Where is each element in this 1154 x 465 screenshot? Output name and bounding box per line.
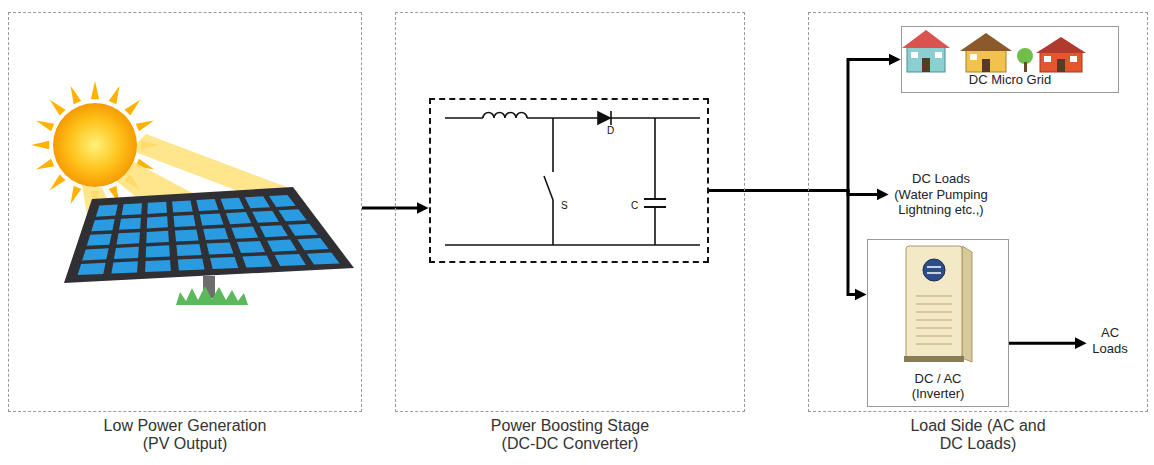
stage-panel: Power Boosting Stage (DC-DC Converter)DS…	[395, 12, 745, 412]
solar-cells	[78, 195, 340, 275]
load-label: AC Loads	[1087, 323, 1133, 358]
flow-arrow	[1009, 342, 1077, 345]
inverter-cabinet	[904, 246, 972, 362]
load-label: DC Loads (Water Pumping Lightning etc.,)	[889, 169, 993, 220]
flow-arrow	[709, 60, 891, 191]
load-label: DC Loads (Water Pumping Lightning etc.,)	[889, 169, 993, 220]
load-label: AC Loads	[1087, 323, 1133, 358]
houses	[902, 30, 1086, 72]
flow-arrow	[709, 190, 857, 294]
stage-caption: Low Power Generation (PV Output)	[98, 417, 273, 454]
sun	[53, 103, 137, 187]
box-label: DC Micro Grid	[906, 72, 1114, 88]
stage-caption: Power Boosting Stage (DC-DC Converter)	[483, 417, 658, 454]
boost-circuit	[445, 111, 700, 245]
component-label: S	[561, 200, 568, 211]
component-label: C	[631, 200, 638, 211]
converter-box: D S C	[429, 98, 709, 263]
stage-caption: Load Side (AC and DC Loads)	[903, 417, 1053, 454]
grass	[176, 286, 248, 305]
inverter-box: DC / AC (Inverter)	[867, 239, 1009, 407]
load-box: DC Micro Grid	[901, 26, 1119, 93]
stage-panel: Low Power Generation (PV Output)	[8, 12, 362, 412]
component-label: D	[607, 125, 614, 136]
flow-arrow	[362, 207, 419, 210]
box-label: DC / AC (Inverter)	[902, 371, 974, 402]
stage-panel: Load Side (AC and DC Loads)DC Micro Grid…	[808, 12, 1148, 412]
solar-panel-frame	[64, 187, 354, 283]
